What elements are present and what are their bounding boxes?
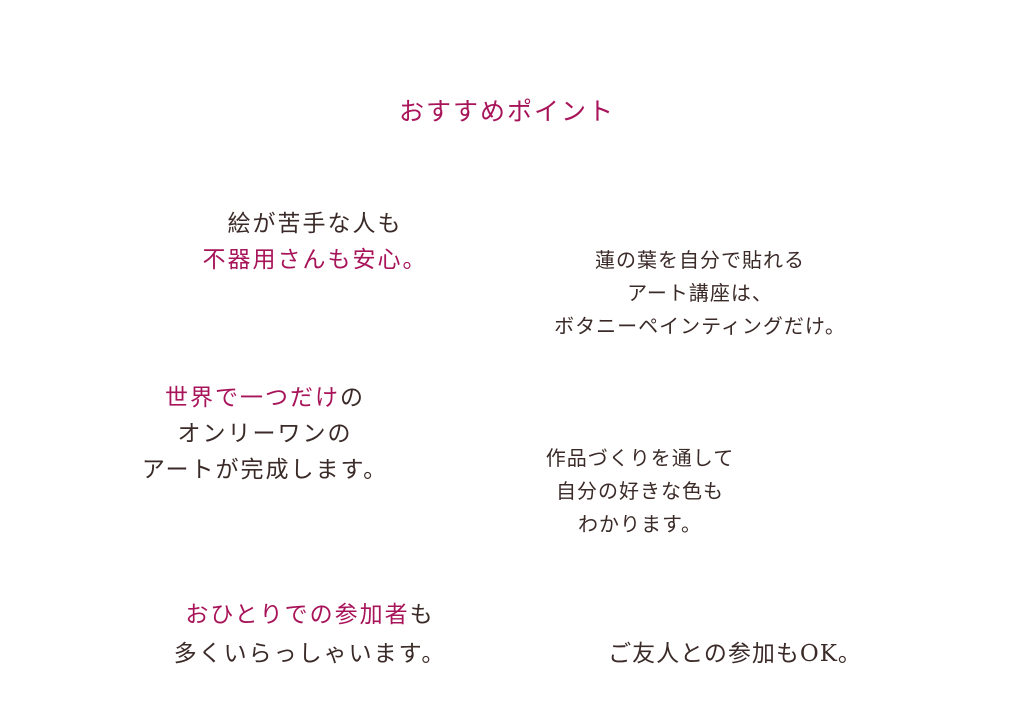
- point-line: 自分の好きな色も: [556, 479, 724, 503]
- point-one-of-a-kind: 世界で一つだけの オンリーワンの アートが完成します。: [120, 380, 410, 488]
- point-line: ボタニーペインティングだけ。: [554, 314, 846, 338]
- point-line: アート講座は、: [627, 281, 773, 305]
- point-line: ご友人との参加もOK。: [608, 641, 862, 667]
- point-line: 多くいらっしゃいます。: [173, 641, 447, 667]
- point-line: 世界で一つだけの: [120, 380, 410, 416]
- point-line-accent: 不器用さんも安心。: [202, 247, 428, 273]
- section-title: おすすめポイント: [398, 97, 615, 126]
- point-rest: も: [409, 602, 435, 628]
- point-accent: 世界で一つだけ: [165, 385, 340, 411]
- point-solo-participants: おひとりでの参加者も 多くいらっしゃいます。: [150, 596, 470, 674]
- point-lotus-leaf: 蓮の葉を自分で貼れる アート講座は、 ボタニーペインティングだけ。: [530, 244, 870, 343]
- point-accent: おひとりでの参加者: [185, 602, 410, 628]
- point-with-friends: ご友人との参加もOK。: [580, 636, 890, 672]
- point-line: 作品づくりを通して: [545, 446, 735, 470]
- point-favorite-colors: 作品づくりを通して 自分の好きな色も わかります。: [500, 442, 780, 541]
- point-line: わかります。: [578, 512, 702, 536]
- point-no-skill-needed: 絵が苦手な人も 不器用さんも安心。: [170, 206, 460, 278]
- point-line: オンリーワンの: [177, 421, 353, 447]
- point-rest: の: [340, 385, 365, 411]
- point-line: 蓮の葉を自分で貼れる: [595, 248, 805, 272]
- point-line: おひとりでの参加者も: [150, 596, 470, 635]
- point-line: 絵が苦手な人も: [227, 211, 403, 237]
- point-line: アートが完成します。: [141, 457, 389, 483]
